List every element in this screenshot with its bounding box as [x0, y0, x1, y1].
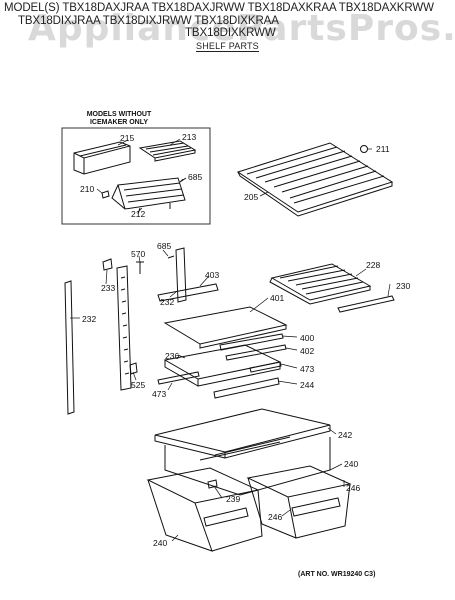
part-473-rail-right — [249, 361, 282, 373]
part-label-233: 233 — [101, 283, 116, 293]
part-244-cover — [213, 377, 280, 399]
art-number: (ART NO. WR19240 C3) — [298, 571, 376, 578]
part-label-239: 239 — [226, 494, 241, 504]
part-label-525: 525 — [131, 380, 146, 390]
part-label-211: 211 — [376, 144, 390, 154]
part-label-473-left: 473 — [152, 389, 167, 399]
part-402-trim — [225, 344, 287, 361]
part-215-ice-bin — [73, 141, 131, 175]
part-230-strip — [337, 295, 395, 313]
box-note: MODELS WITHOUT ICEMAKER ONLY — [86, 111, 152, 126]
part-label-570: 570 — [131, 249, 146, 259]
leader-lines — [70, 138, 391, 542]
part-232-upright — [175, 247, 187, 303]
part-233-clip — [102, 258, 113, 271]
part-401-glass-shelf — [163, 306, 288, 349]
part-211-grommet — [360, 145, 368, 153]
part-240-crisper-drawer-left — [146, 467, 263, 552]
part-label-685: 685 — [188, 172, 203, 182]
part-label-230: 230 — [396, 281, 411, 291]
part-525-bracket — [129, 362, 138, 375]
part-label-228: 228 — [366, 260, 381, 270]
no-icemaker-parts-box — [61, 127, 211, 225]
part-label-473-right: 473 — [300, 364, 315, 374]
part-232-channel-center — [116, 265, 132, 391]
model-list-line-3: TBX18DIXKRWW — [185, 27, 276, 39]
part-473-rail-left — [157, 371, 200, 385]
part-label-236: 236 — [165, 351, 180, 361]
part-label-402: 402 — [300, 346, 315, 356]
part-403-bracket — [157, 283, 219, 302]
part-label-210: 210 — [80, 184, 95, 194]
part-label-232-center: 232 — [160, 297, 175, 307]
part-label-240-right: 240 — [344, 459, 359, 469]
part-212-bin-support — [111, 177, 186, 215]
part-239-divider-clip — [207, 479, 218, 489]
part-232-long-rail — [64, 280, 75, 415]
part-label-403: 403 — [205, 270, 220, 280]
part-label-215: 215 — [120, 133, 135, 143]
model-list-line-1: MODEL(S) TBX18DAXJRAA TBX18DAXJRWW TBX18… — [4, 2, 434, 14]
part-label-246-right: 246 — [346, 483, 361, 493]
part-label-244: 244 — [300, 380, 315, 390]
part-label-400: 400 — [300, 333, 315, 343]
part-label-246-center: 246 — [268, 512, 283, 522]
part-213-ice-tray — [138, 140, 197, 162]
part-label-232-left: 232 — [82, 314, 97, 324]
part-label-212: 212 — [131, 209, 146, 219]
part-242-crisper-cover — [154, 408, 331, 496]
part-label-401: 401 — [270, 293, 285, 303]
part-210-clip — [101, 190, 110, 199]
part-205-wire-shelf — [236, 142, 394, 217]
part-label-213: 213 — [182, 132, 197, 142]
part-685-screw-lower — [167, 255, 175, 259]
part-label-205: 205 — [244, 192, 259, 202]
part-400-trim — [219, 333, 284, 351]
watermark: AppliancePartsPros.com — [28, 8, 455, 49]
diagram-subtitle: SHELF PARTS — [196, 41, 259, 52]
model-list-line-2: TBX18DIXJRAA TBX18DIXJRWW TBX18DIXKRAA — [18, 15, 279, 27]
part-228-wire-shelf — [269, 263, 372, 305]
part-label-240-left: 240 — [153, 538, 168, 548]
part-label-242: 242 — [338, 430, 353, 440]
part-570-screw — [136, 261, 144, 274]
part-label-685-lower: 685 — [157, 241, 172, 251]
part-246-crisper-drawer-right — [246, 465, 352, 539]
